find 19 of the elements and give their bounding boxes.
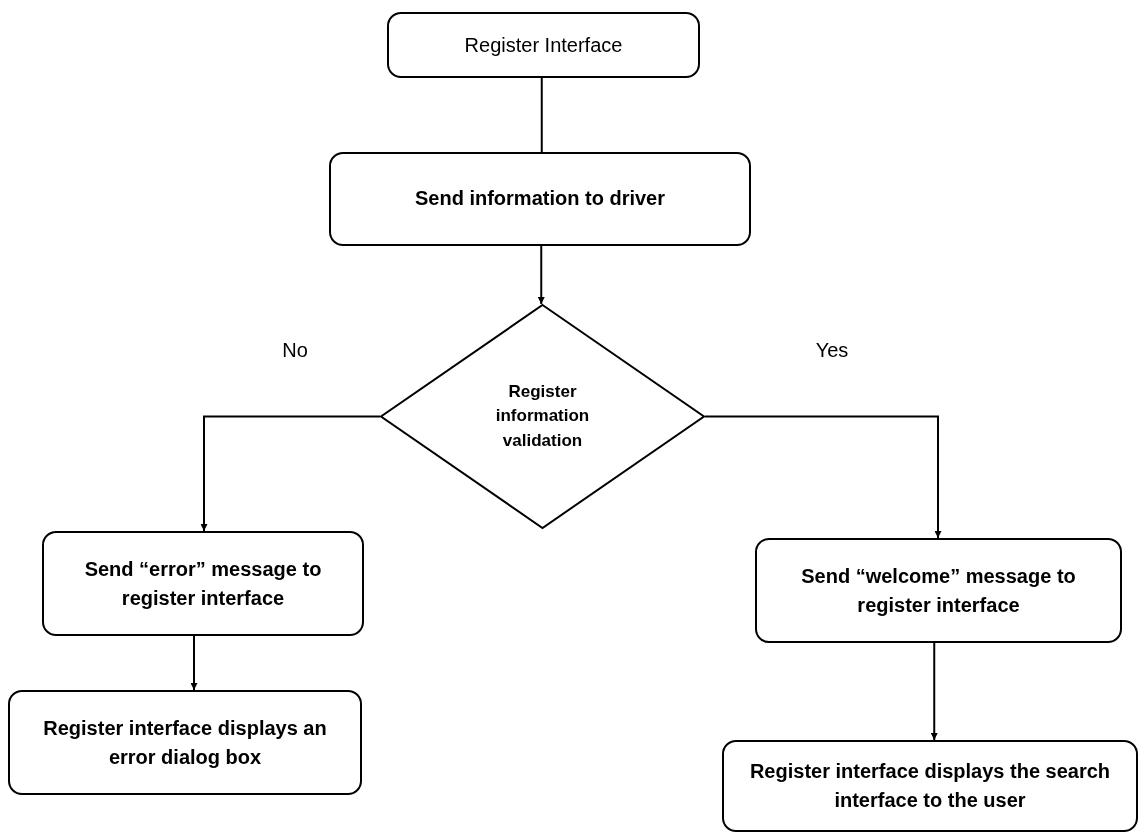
arrow <box>704 415 942 539</box>
arrow <box>200 415 381 532</box>
process-box <box>42 531 364 636</box>
process-label: Register Interface <box>464 32 623 58</box>
process-box <box>755 538 1122 643</box>
process-label: Register interface displays an error dialog box <box>42 715 328 770</box>
arrow <box>537 245 545 305</box>
decision-label: Register information validation <box>494 380 591 452</box>
process-box <box>722 740 1138 832</box>
arrow <box>930 642 938 741</box>
connector-line <box>540 77 543 153</box>
process-box <box>329 152 751 246</box>
process-label: Send “welcome” message to register interface <box>800 563 1077 618</box>
process-label: Register interface displays the search interface to the user <box>748 759 1112 813</box>
process-label: Send “error” message to register interface <box>83 556 323 611</box>
process-box <box>387 12 700 78</box>
arrow <box>190 635 198 691</box>
process-label: Send information to driver <box>415 186 665 211</box>
process-box <box>8 690 362 795</box>
